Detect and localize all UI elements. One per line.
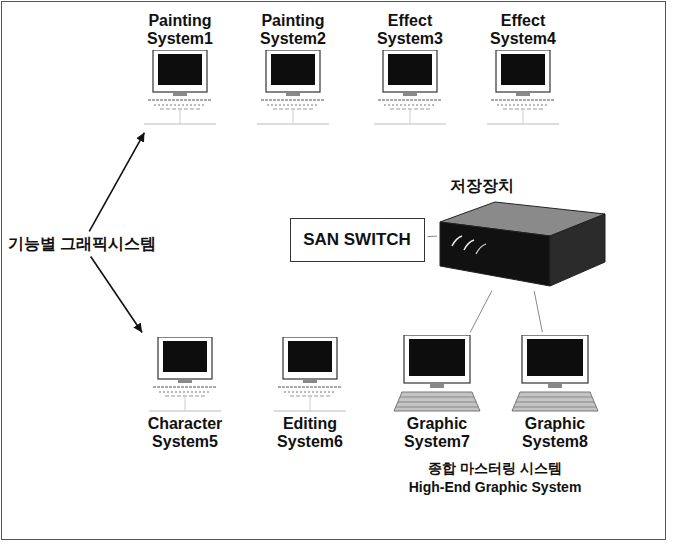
workstation-icon	[394, 335, 480, 411]
graphic-workstation: Editing System6	[255, 335, 365, 457]
storage-icon	[440, 202, 605, 286]
workstation-icon	[512, 335, 598, 411]
node-label: Character System5	[130, 415, 240, 451]
node-label: Editing System6	[255, 415, 365, 451]
node-label: Graphic System7	[382, 415, 492, 451]
node-label: Painting System2	[238, 12, 348, 48]
node-label: 저장장치	[450, 176, 605, 196]
graphic-workstation: Effect System3	[355, 8, 465, 130]
connection-line	[470, 291, 492, 333]
group-label: 기능별 그래픽시스템	[8, 234, 156, 254]
graphic-workstation: Graphic System7	[382, 335, 492, 457]
connection-line	[427, 236, 437, 237]
graphic-workstation: Graphic System8	[500, 335, 610, 457]
workstation-icon	[374, 50, 446, 124]
connection-line	[534, 291, 542, 332]
frame	[2, 2, 666, 540]
node-label: Effect System3	[355, 12, 465, 48]
node-label: 기능별 그래픽시스템	[8, 234, 156, 254]
arrow	[91, 256, 142, 332]
node-label: Graphic System8	[500, 415, 610, 451]
workstation-icon	[487, 50, 559, 124]
storage-device: 저장장치	[440, 176, 605, 288]
graphic-workstation: Painting System1	[125, 8, 235, 130]
graphic-workstation: Painting System2	[238, 8, 348, 130]
node-label: SAN SWITCH	[303, 230, 411, 250]
workstation-icon	[257, 50, 329, 124]
workstation-icon	[149, 337, 221, 411]
node-label: Effect System4	[468, 12, 578, 48]
node-label: Painting System1	[125, 12, 235, 48]
graphic-workstation: Character System5	[130, 335, 240, 457]
caption-text: 종합 마스터링 시스템	[428, 460, 562, 478]
workstation-icon	[274, 337, 346, 411]
arrow	[89, 133, 144, 232]
switch-box: SAN SWITCH	[290, 218, 425, 262]
workstation-icon	[144, 50, 216, 124]
graphic-workstation: Effect System4	[468, 8, 578, 130]
caption-text: High-End Graphic System	[409, 479, 582, 495]
